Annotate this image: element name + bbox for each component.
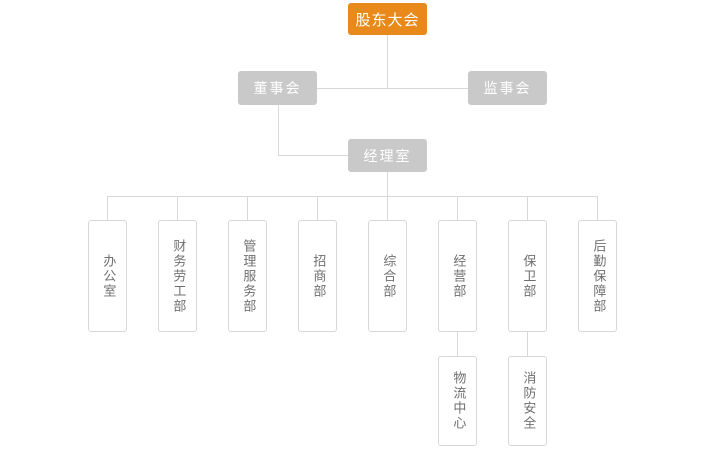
- node-label: 综合部: [380, 253, 396, 299]
- node-manager-office[interactable]: 经理室: [348, 139, 427, 172]
- node-label: 招商部: [310, 253, 326, 299]
- connector-dept-bus: [107, 196, 598, 197]
- node-unit-fire-safety[interactable]: 消防安全: [508, 356, 547, 446]
- node-dept-security[interactable]: 保卫部: [508, 220, 547, 332]
- node-label: 办公室: [100, 253, 116, 299]
- connector-operations-to-logistics: [457, 332, 458, 356]
- node-unit-logistics-center[interactable]: 物流中心: [438, 356, 477, 446]
- node-label: 后勤保障部: [590, 238, 606, 314]
- node-dept-logistics-support[interactable]: 后勤保障部: [578, 220, 617, 332]
- node-label: 消防安全: [520, 371, 536, 431]
- node-dept-management-service[interactable]: 管理服务部: [228, 220, 267, 332]
- connector-drop-3: [247, 196, 248, 220]
- node-dept-investment[interactable]: 招商部: [298, 220, 337, 332]
- node-board-of-supervisors[interactable]: 监事会: [468, 71, 547, 105]
- connector-board-down: [278, 105, 279, 155]
- node-label: 股东大会: [355, 10, 420, 29]
- node-label: 财务劳工部: [170, 238, 186, 314]
- connector-drop-6: [457, 196, 458, 220]
- connector-manager-down: [387, 172, 388, 196]
- node-label: 保卫部: [520, 253, 536, 299]
- connector-drop-8: [597, 196, 598, 220]
- connector-drop-5: [387, 196, 388, 220]
- connector-board-to-manager: [278, 155, 348, 156]
- node-label: 经营部: [450, 253, 466, 299]
- node-shareholders-meeting[interactable]: 股东大会: [348, 3, 427, 35]
- connector-drop-2: [177, 196, 178, 220]
- node-label: 管理服务部: [240, 238, 256, 314]
- connector-level2-bus: [278, 88, 509, 89]
- node-dept-office[interactable]: 办公室: [88, 220, 127, 332]
- node-board-of-directors[interactable]: 董事会: [238, 71, 317, 105]
- node-label: 物流中心: [450, 371, 466, 431]
- connector-drop-4: [317, 196, 318, 220]
- node-dept-operations[interactable]: 经营部: [438, 220, 477, 332]
- node-label: 董事会: [253, 81, 302, 97]
- connector-drop-1: [107, 196, 108, 220]
- node-dept-finance-labor[interactable]: 财务劳工部: [158, 220, 197, 332]
- connector-drop-7: [527, 196, 528, 220]
- node-label: 监事会: [483, 81, 532, 97]
- node-label: 经理室: [363, 148, 412, 165]
- connector-root-down: [387, 35, 388, 88]
- connector-security-to-firesafety: [527, 332, 528, 356]
- node-dept-general-affairs[interactable]: 综合部: [368, 220, 407, 332]
